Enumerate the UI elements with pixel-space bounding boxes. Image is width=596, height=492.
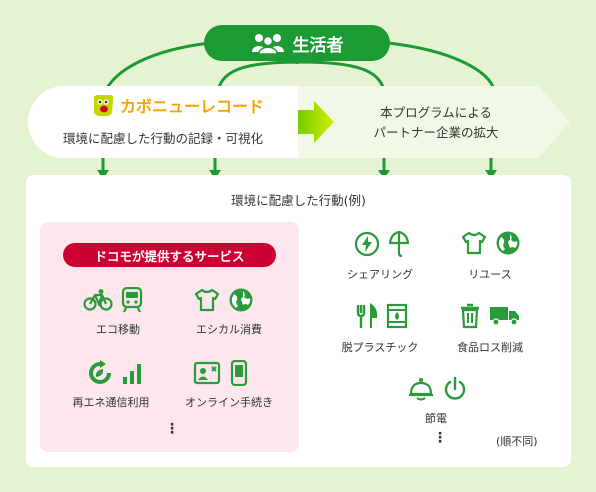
umbrella-icon — [388, 230, 410, 258]
globe-icon — [229, 288, 253, 312]
people-icon — [251, 34, 284, 54]
examples-more: ⋮ — [433, 430, 447, 446]
globe-icon — [496, 231, 520, 255]
left-caption: 環境に配慮した行動の記録・可視化 — [62, 131, 263, 146]
ethical-icons — [194, 287, 254, 313]
connector-inner-arc — [216, 60, 386, 92]
right-caption: 本プログラムによる パートナー企業の拡大 — [336, 103, 536, 143]
food-loss-label: 食品ロス削減 — [457, 341, 523, 354]
tshirt-icon — [194, 288, 220, 312]
smartphone-icon — [230, 360, 248, 386]
reuse-icons — [461, 230, 521, 256]
power-share-icon — [354, 231, 380, 257]
eco-move-icons — [83, 287, 143, 313]
mascot-icon — [93, 95, 114, 116]
docomo-services-title: ドコモが提供するサービス — [63, 243, 276, 267]
consumer-pill: 生活者 — [204, 25, 390, 61]
train-icon — [121, 287, 143, 313]
renewable-icons — [87, 360, 145, 386]
brand-name: カボニューレコード — [120, 97, 265, 116]
renewable-label: 再エネ通信利用 — [72, 396, 150, 409]
order-note: (順不同) — [496, 435, 538, 448]
panel-title: 環境に配慮した行動(例) — [231, 193, 366, 208]
renewable-icon — [89, 360, 111, 384]
ethical-label: エシカル消費 — [196, 323, 262, 336]
left-band — [28, 86, 298, 158]
brand-logo: カボニューレコード — [90, 92, 264, 118]
tshirt-icon — [461, 231, 487, 255]
right-caption-line-1: 本プログラムによる — [380, 105, 492, 120]
power-icon — [444, 376, 466, 400]
reuse-label: リユース — [468, 268, 512, 281]
power-saving-icons — [408, 376, 468, 402]
sharing-icons — [354, 230, 410, 258]
signal-bars-icon — [123, 364, 141, 384]
right-caption-line-2: パートナー企業の拡大 — [373, 125, 499, 140]
bicycle-icon — [83, 289, 113, 311]
online-icons — [193, 360, 249, 386]
sharing-label: シェアリング — [347, 268, 413, 281]
truck-icon — [490, 307, 519, 326]
flow-arrow — [294, 101, 334, 143]
docomo-more: ⋮ — [165, 421, 179, 437]
trash-icon — [461, 303, 479, 329]
id-card-icon — [193, 361, 221, 385]
plastic-label: 脱プラスチック — [341, 341, 419, 354]
online-label: オンライン手続き — [185, 396, 273, 409]
eco-move-label: エコ移動 — [96, 323, 140, 336]
fork-knife-icon — [356, 303, 378, 328]
consumer-label: 生活者 — [292, 35, 344, 56]
connector-right-outer — [387, 41, 497, 93]
bottle-icon — [386, 303, 408, 329]
power-saving-label: 節電 — [425, 412, 447, 425]
food-loss-icons — [459, 303, 521, 329]
lamp-icon — [409, 378, 433, 401]
plastic-icons — [356, 303, 408, 329]
connector-left-outer — [103, 41, 211, 93]
